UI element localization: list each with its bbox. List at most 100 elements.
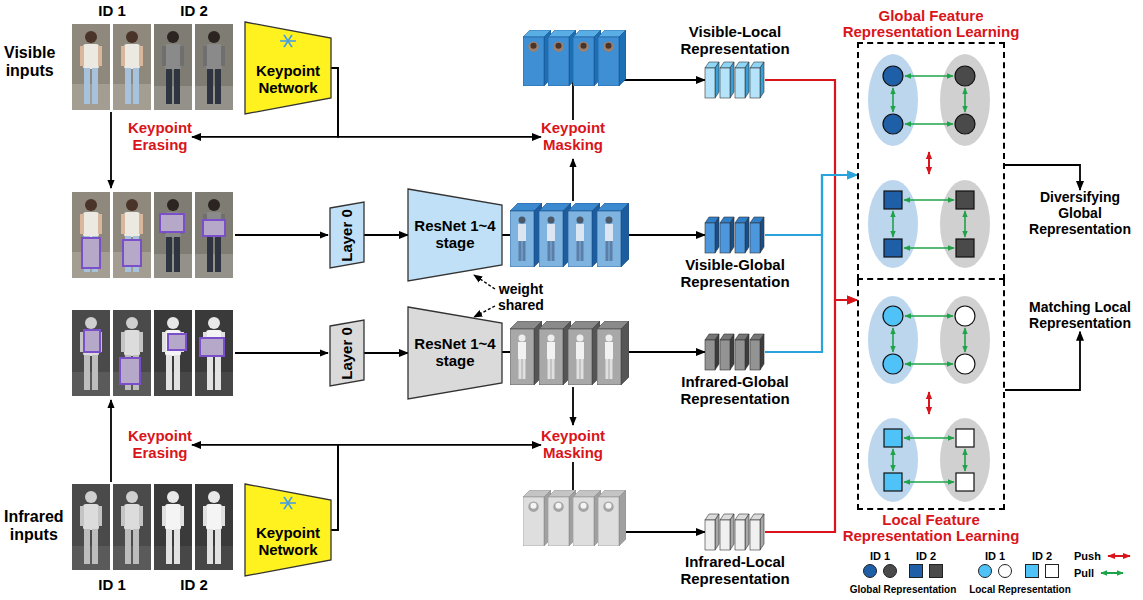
visible-erased-images (72, 192, 110, 278)
cuboid-front (720, 68, 730, 98)
embedding-space (868, 54, 990, 502)
legend-item: Push (1074, 550, 1133, 563)
frozen-icon (284, 35, 292, 47)
infrared-masked-maps (598, 490, 626, 546)
node-text: Layer 0 (339, 209, 356, 262)
legend-text: ID 2 (916, 550, 936, 563)
frozen-icon (280, 35, 296, 47)
feature-cuboid (705, 62, 719, 98)
infrared-erased-images (200, 338, 224, 356)
node-text: Keypoint Erasing (128, 428, 192, 462)
visible-feature-maps (597, 203, 629, 267)
node-text: Matching Local Representation (1029, 300, 1131, 332)
keypoint-network: Keypoint Network (245, 22, 331, 114)
feature-cuboid (750, 334, 764, 370)
visible-feature-maps (510, 203, 629, 267)
cuboid-side (760, 334, 764, 370)
caption-label: ID 1 (98, 3, 126, 20)
cuboid-side (715, 514, 719, 550)
infrared-input-images (113, 484, 151, 570)
visible-input-images (72, 24, 110, 110)
node-text: Keypoint Network (245, 525, 331, 559)
backbone-block-shape (408, 189, 502, 281)
feature-cuboid (735, 514, 749, 550)
legend-swatch (930, 564, 943, 577)
frozen-icon (280, 497, 296, 509)
pull-arrow (905, 123, 953, 125)
cuboid-front (705, 340, 715, 370)
text-holder: Visible-Local Representation (673, 24, 797, 58)
legend-item: ID 2 (1022, 550, 1062, 579)
feature-cuboid (705, 217, 719, 253)
cuboid-front (705, 223, 715, 253)
legend-swatch (910, 564, 923, 577)
legend-swatch (906, 563, 946, 579)
layer-block-shape (330, 320, 364, 386)
feature-cuboid (720, 62, 734, 98)
node-text: Keypoint Masking (541, 428, 605, 462)
node-text: Keypoint Network (245, 63, 331, 97)
embedding-space (868, 54, 918, 146)
legend-swatch (975, 563, 1015, 579)
embedding-space (956, 429, 974, 447)
pull-arrow (905, 315, 953, 317)
flow-arrow (572, 387, 574, 425)
legend-item: ID 1 (975, 550, 1015, 579)
infrared-feature-maps (568, 321, 600, 385)
embedding-space (955, 114, 975, 134)
frozen-icon (284, 497, 292, 509)
cuboid-side (745, 217, 749, 253)
legend-swatch (1101, 572, 1123, 574)
visible-erased-images (154, 192, 192, 278)
cuboid-side (760, 62, 764, 98)
embedding-space (940, 296, 990, 384)
embedding-space (940, 418, 990, 502)
weight-share-arrow (474, 275, 495, 317)
connector-arrow (1005, 165, 1080, 190)
infrared-masked-maps (548, 490, 576, 546)
legend-swatch (864, 564, 877, 577)
push-arrow (928, 152, 930, 414)
infrared-erased-images (84, 330, 100, 352)
text-holder: Keypoint Network (245, 22, 331, 114)
layer-block: Layer 0 (330, 202, 364, 268)
cuboid-side (730, 217, 734, 253)
cuboid-front (735, 520, 745, 550)
backbone-block: ResNet 1~4 stage (408, 189, 502, 281)
cuboid-front (750, 520, 760, 550)
connector-arrow (1005, 332, 1080, 390)
infrared-feature-maps (510, 321, 542, 385)
push-arrow (928, 152, 930, 174)
embedding-space (883, 114, 903, 134)
visible-erased-images (195, 192, 233, 278)
pull-arrow (904, 481, 954, 483)
cuboid-side (760, 217, 764, 253)
connector-arrow (765, 300, 857, 532)
learning-region: Global Feature Representation Learning (857, 42, 1005, 280)
text-holder: Layer 0 (330, 320, 364, 386)
text-holder: Visible-Global Representation (673, 257, 797, 291)
text-holder: Layer 0 (330, 202, 364, 268)
infrared-erased-images (195, 310, 233, 396)
node-text: ResNet 1~4 stage (408, 218, 502, 252)
legend-item: ID 2 (906, 550, 946, 579)
embedding-space (884, 191, 902, 209)
text-holder: ResNet 1~4 stage (408, 189, 502, 281)
operation-label: Keypoint Erasing (128, 120, 192, 154)
cuboid-side (745, 62, 749, 98)
embedding-space (956, 473, 974, 491)
cuboid-side (745, 514, 749, 550)
push-arrow (928, 392, 930, 414)
infrared-erased-images (113, 310, 151, 396)
node-text: Infrared-Local Representation (673, 554, 797, 588)
legend-text: Pull (1074, 567, 1094, 580)
visible-masked-maps (523, 30, 626, 86)
legend-swatch (1026, 564, 1039, 577)
visible-feature-maps (539, 203, 571, 267)
infrared-input-images (154, 484, 192, 570)
layer-block: Layer 0 (330, 320, 364, 386)
operation-label: Keypoint Erasing (128, 428, 192, 462)
text-holder: ResNet 1~4 stage (408, 307, 502, 399)
